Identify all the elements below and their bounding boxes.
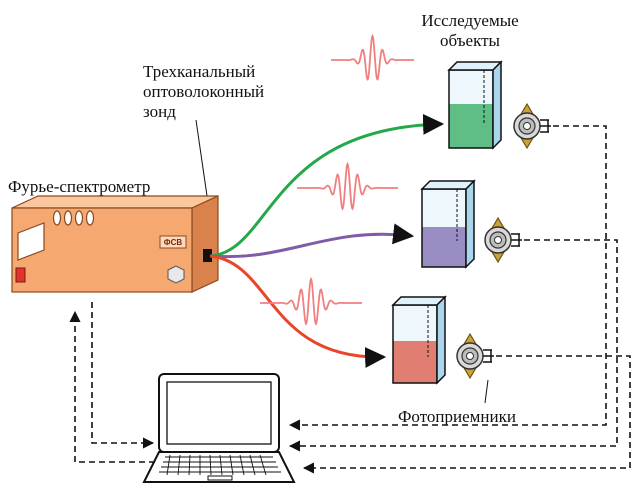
probe-label: Трехканальный оптоволоконный зонд [143,62,264,121]
fiber-probe-icon [209,113,445,368]
objects-label-line2: объекты [440,31,501,50]
fiber-channel-green [209,113,445,258]
fourier-spectrometer: ФСВ [11,195,219,293]
cuvette-icon [391,295,447,385]
signal-line-laptop-to-spectrometer [69,310,155,463]
signal-line-detector-1 [288,125,607,431]
vent-slots [52,210,95,226]
device-badge-text: ФСВ [164,238,183,247]
objects-label: Исследуемые объекты [421,11,518,50]
signal-line-detector-2 [288,239,618,452]
cuvette-icon [420,179,476,269]
light-pulse-3 [260,276,362,326]
fiber-channel-purple [209,223,415,259]
photodetectors-label: Фотоприемники [398,407,516,426]
spectrometer-label: Фурье-спектрометр [8,177,150,196]
keyboard-grid [159,454,281,476]
fiber-channel-red [209,254,387,368]
probe-label-line2: оптоволоконный [143,82,264,101]
signal-lines [69,125,631,474]
device-badge [159,235,187,249]
photodiode-icon [484,216,522,264]
cuvette-icon [447,60,503,150]
power-switch-icon [15,267,26,283]
light-pulse-2 [297,161,398,211]
fiber-port [203,249,212,262]
probe-label-line1: Трехканальный [143,62,255,81]
photodetectors-leader-line [484,379,489,404]
objects-label-line1: Исследуемые [421,11,518,30]
probe-label-line3: зонд [143,102,176,121]
light-pulse-1 [331,33,414,81]
photodiode-icon [513,102,551,150]
laptop-icon [142,373,296,483]
photodiode-icon [456,332,494,380]
display-window [17,222,45,261]
signal-line-spectrometer-to-laptop [91,302,155,449]
signal-line-detector-3 [302,355,631,474]
hex-connector-icon [167,265,185,284]
